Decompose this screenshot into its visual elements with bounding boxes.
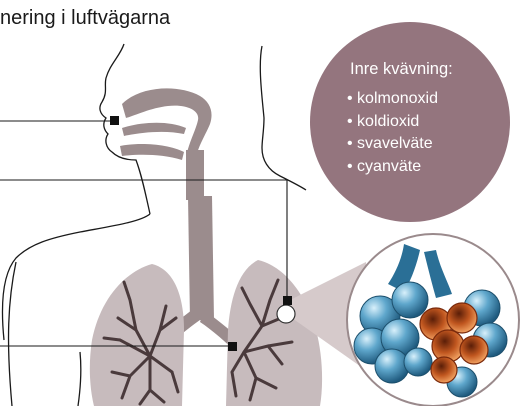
list-item: koldioxid xyxy=(347,111,438,134)
list-item: cyanväte xyxy=(347,156,438,179)
internal-asphyxiation-callout: Inre kvävning: kolmonoxid koldioxid svav… xyxy=(310,22,510,222)
diagram-title: nering i luftvägarna xyxy=(0,7,170,30)
alveoli-illustration xyxy=(347,234,519,406)
mouth-marker xyxy=(110,116,119,125)
magnified-area-marker xyxy=(277,305,295,323)
list-item: svavelväte xyxy=(347,133,438,156)
left-lung xyxy=(90,264,184,406)
trachea xyxy=(188,196,214,320)
mouth-floor xyxy=(120,144,184,160)
list-item: kolmonoxid xyxy=(347,88,438,111)
bronchus-marker xyxy=(228,342,237,351)
left-arm xyxy=(9,262,16,406)
right-arm-inner xyxy=(78,352,81,406)
trachea-marker xyxy=(283,296,292,305)
pharynx xyxy=(186,150,204,200)
right-lung xyxy=(226,260,322,406)
back-of-head xyxy=(260,46,306,190)
tongue-palate xyxy=(122,123,186,136)
callout-heading: Inre kvävning: xyxy=(350,60,453,79)
callout-list: kolmonoxid koldioxid svavelväte cyanväte xyxy=(347,88,438,178)
